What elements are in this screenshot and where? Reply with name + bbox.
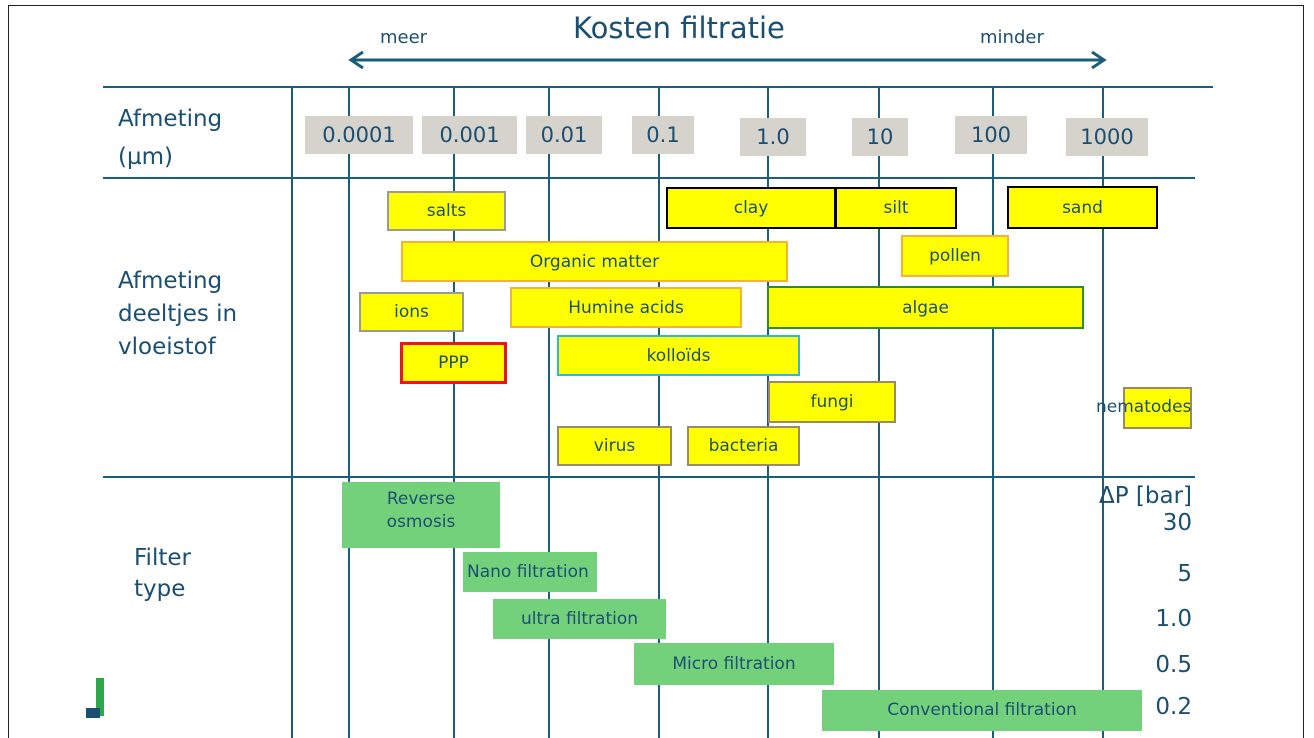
column-line (658, 86, 660, 738)
pressure-value: 1.0 (1155, 606, 1192, 632)
scale-label: 0.001 (422, 116, 517, 154)
filter-nano-box (463, 552, 597, 592)
particle-nematodes-label: nematodes (1096, 397, 1192, 417)
column-line (992, 86, 994, 738)
slide-frame (8, 5, 1304, 738)
cost-arrow (348, 50, 1107, 70)
filter-micro: Micro filtration (634, 643, 834, 685)
scale-label: 0.01 (526, 116, 602, 154)
column-line (348, 86, 350, 738)
column-line (548, 86, 550, 738)
particle-ppp: PPP (400, 342, 507, 384)
scale-label: 10 (852, 118, 908, 156)
row-divider-middle (103, 177, 1195, 179)
particle-ions: ions (359, 292, 464, 332)
scale-label: 1000 (1066, 118, 1148, 156)
filter-nano-label: Nano filtration (467, 562, 589, 582)
pressure-header: ΔP [bar] (1098, 483, 1192, 509)
logo-icon (86, 678, 104, 718)
particle-virus: virus (557, 426, 672, 466)
size-row-label: Afmeting (µm) (118, 106, 223, 170)
pressure-value: 0.5 (1155, 652, 1192, 678)
particle-organic-matter: Organic matter (401, 241, 788, 282)
filter-conventional: Conventional filtration (822, 690, 1142, 731)
scale-label: 0.1 (632, 116, 694, 154)
particle-kolloids: kolloïds (557, 335, 800, 376)
scale-label: 0.0001 (305, 116, 413, 154)
page-title: Kosten filtratie (573, 11, 785, 45)
particle-humine-acids: Humine acids (510, 287, 742, 328)
scale-label: 100 (955, 116, 1027, 154)
particle-bacteria: bacteria (687, 426, 800, 466)
filter-row-label: Filter type (134, 545, 191, 602)
pressure-value: 30 (1162, 510, 1192, 536)
particle-pollen: pollen (901, 235, 1009, 277)
particle-algae: algae (767, 286, 1084, 329)
particles-row-label: Afmeting deeltjes in vloeistof (118, 268, 238, 360)
pressure-value: 0.2 (1155, 694, 1192, 720)
more-label: meer (380, 27, 428, 48)
particle-nematodes-box (1123, 387, 1192, 429)
particle-salts: salts (387, 191, 506, 231)
column-line (1102, 86, 1104, 738)
row-divider-bottom (103, 476, 1195, 478)
less-label: minder (980, 27, 1044, 48)
filter-reverse-osmosis: Reverse osmosis (342, 482, 500, 548)
filter-ultra: ultra filtration (493, 599, 666, 639)
particle-clay: clay (666, 187, 836, 229)
particle-sand: sand (1007, 186, 1158, 229)
particle-silt: silt (835, 187, 957, 229)
column-line (291, 86, 293, 738)
pressure-value: 5 (1177, 561, 1192, 587)
column-line (453, 86, 455, 738)
particle-fungi: fungi (768, 381, 896, 423)
scale-label: 1.0 (740, 118, 806, 156)
